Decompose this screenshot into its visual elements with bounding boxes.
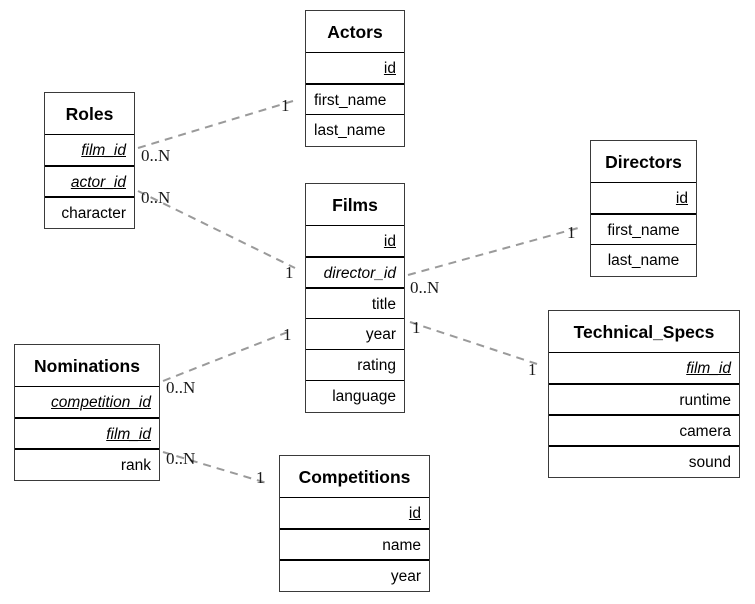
attribute-label: id — [383, 233, 396, 250]
cardinality-label-roles-films-source: 0..N — [141, 188, 171, 207]
entity-title-nominations: Nominations — [15, 345, 159, 387]
attribute-row-films-year[interactable]: year — [306, 319, 404, 350]
cardinality-label-nominations-films-target: 1 — [283, 325, 292, 344]
entity-title-roles: Roles — [45, 93, 134, 135]
attribute-row-films-language[interactable]: language — [306, 381, 404, 412]
attribute-label: title — [371, 296, 396, 313]
cardinality-label-roles-actors-target: 1 — [281, 96, 290, 115]
attribute-row-competitions-name[interactable]: name — [280, 529, 429, 560]
attribute-label: id — [383, 60, 396, 77]
attribute-row-technical_specs-runtime[interactable]: runtime — [549, 384, 739, 415]
attribute-label: camera — [679, 423, 731, 440]
entity-competitions[interactable]: Competitions id name year — [279, 455, 430, 592]
attribute-row-films-director_id[interactable]: director_id — [306, 257, 404, 288]
cardinality-label-films-technical_specs-target: 1 — [528, 360, 537, 379]
cardinality-label-nominations-competitions-source: 0..N — [166, 449, 196, 468]
attribute-row-competitions-year[interactable]: year — [280, 560, 429, 591]
attribute-row-films-title[interactable]: title — [306, 288, 404, 319]
cardinality-label-roles-actors-source: 0..N — [141, 146, 171, 165]
attribute-row-nominations-film_id[interactable]: film_id — [15, 418, 159, 449]
attribute-label: competition_id — [51, 394, 151, 411]
relationship-line-films-directors — [407, 227, 579, 276]
attribute-row-technical_specs-camera[interactable]: camera — [549, 415, 739, 446]
cardinality-label-films-directors-target: 1 — [567, 223, 576, 242]
attribute-row-directors-first_name[interactable]: first_name — [591, 214, 696, 245]
attribute-row-roles-character[interactable]: character — [45, 197, 134, 228]
attribute-label: last_name — [314, 122, 386, 139]
entity-title-directors: Directors — [591, 141, 696, 183]
attribute-label: rank — [120, 457, 151, 474]
cardinality-label-nominations-competitions-target: 1 — [256, 468, 265, 487]
attribute-label: actor_id — [70, 174, 126, 191]
attribute-row-roles-film_id[interactable]: film_id — [45, 135, 134, 166]
attribute-row-directors-last_name[interactable]: last_name — [591, 245, 696, 276]
attribute-label: year — [390, 568, 421, 585]
entity-title-competitions: Competitions — [280, 456, 429, 498]
attribute-row-directors-id[interactable]: id — [591, 183, 696, 214]
attribute-label: first_name — [607, 222, 680, 239]
attribute-row-actors-id[interactable]: id — [306, 53, 404, 84]
entity-title-technical_specs: Technical_Specs — [549, 311, 739, 353]
attribute-row-technical_specs-sound[interactable]: sound — [549, 446, 739, 477]
attribute-label: id — [408, 505, 421, 522]
attribute-label: first_name — [314, 92, 387, 109]
attribute-label: name — [382, 537, 421, 554]
attribute-label: year — [365, 326, 396, 343]
entity-directors[interactable]: Directors id first_name last_name — [590, 140, 697, 277]
attribute-label: last_name — [607, 252, 680, 269]
attribute-row-films-rating[interactable]: rating — [306, 350, 404, 381]
attribute-label: id — [675, 190, 688, 207]
attribute-row-nominations-competition_id[interactable]: competition_id — [15, 387, 159, 418]
entity-title-films: Films — [306, 184, 404, 226]
cardinality-label-films-technical_specs-source: 1 — [412, 318, 421, 337]
attribute-row-technical_specs-film_id[interactable]: film_id — [549, 353, 739, 384]
attribute-label: rating — [357, 357, 396, 374]
relationship-line-nominations-films — [162, 329, 294, 382]
relationship-line-films-technical_specs — [409, 321, 538, 365]
attribute-row-nominations-rank[interactable]: rank — [15, 449, 159, 480]
attribute-label: language — [332, 388, 396, 405]
cardinality-label-roles-films-target: 1 — [285, 263, 294, 282]
attribute-row-films-id[interactable]: id — [306, 226, 404, 257]
attribute-row-competitions-id[interactable]: id — [280, 498, 429, 529]
attribute-label: character — [61, 205, 126, 222]
attribute-label: sound — [688, 454, 731, 471]
attribute-label: runtime — [679, 392, 731, 409]
attribute-label: film_id — [81, 142, 126, 159]
cardinality-label-nominations-films-source: 0..N — [166, 378, 196, 397]
attribute-row-actors-first_name[interactable]: first_name — [306, 84, 404, 115]
attribute-label: director_id — [323, 265, 396, 282]
attribute-label: film_id — [686, 360, 731, 377]
entity-roles[interactable]: Roles film_id actor_id character — [44, 92, 135, 229]
attribute-row-actors-last_name[interactable]: last_name — [306, 115, 404, 146]
entity-title-actors: Actors — [306, 11, 404, 53]
attribute-label: film_id — [106, 426, 151, 443]
entity-actors[interactable]: Actors id first_name last_name — [305, 10, 405, 147]
relationship-line-roles-actors — [137, 100, 294, 149]
attribute-row-roles-actor_id[interactable]: actor_id — [45, 166, 134, 197]
cardinality-label-films-directors-source: 0..N — [410, 278, 440, 297]
